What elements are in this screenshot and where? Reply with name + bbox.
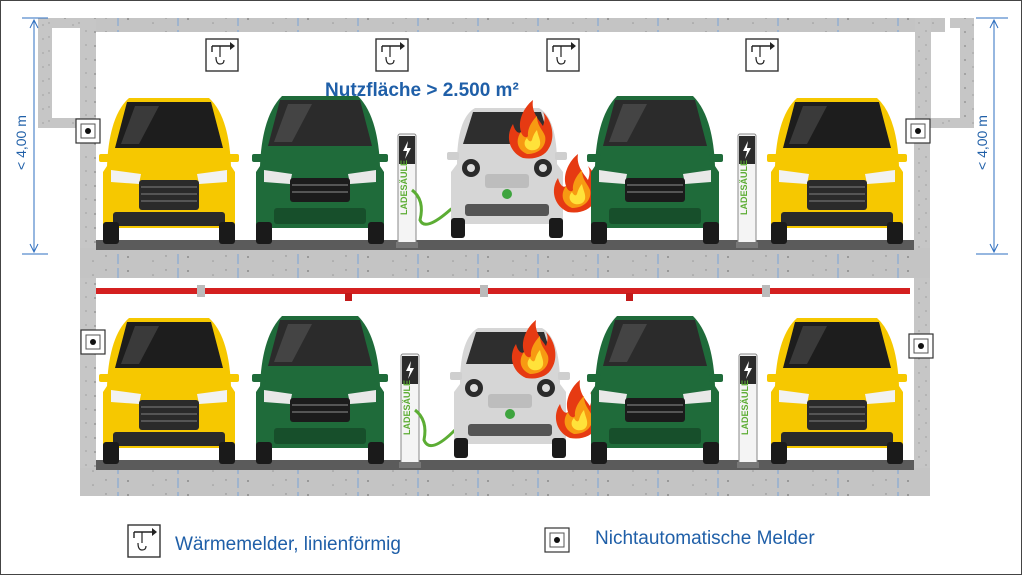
wall-left — [80, 120, 96, 495]
column-top-left — [80, 18, 96, 120]
legend-manual-call-point: Nichtautomatische Melder — [595, 528, 815, 549]
manual-call-point-icon — [905, 118, 931, 144]
manual-call-point-icon — [908, 333, 934, 359]
sprinkler-pipe — [96, 285, 910, 301]
heat-detector-icon — [375, 38, 409, 72]
height-dimension-left — [22, 17, 48, 255]
legend-heat-detector: Wärmemelder, linienförmig — [175, 534, 401, 555]
station-label: LADESÄULE — [402, 380, 412, 435]
station-label: LADESÄULE — [399, 160, 409, 215]
manual-call-point-icon — [80, 329, 106, 355]
wall-left-upper-stub — [38, 18, 52, 128]
height-dimension-right — [976, 17, 1008, 255]
diagram-title: Nutzfläche > 2.500 m² — [325, 80, 519, 101]
heat-detector-icon — [745, 38, 779, 72]
height-label-right: < 4,00 m — [974, 115, 990, 170]
station-label: LADESÄULE — [740, 380, 750, 435]
car-icon — [98, 97, 240, 245]
wall-top-left — [38, 18, 80, 28]
wall-right — [914, 120, 930, 495]
car-icon — [766, 317, 908, 465]
slab-top — [80, 18, 945, 32]
heat-detector-icon — [546, 38, 580, 72]
car-icon — [766, 97, 908, 245]
manual-call-point-icon — [544, 527, 570, 553]
floor-lower — [96, 460, 914, 470]
car-icon — [98, 317, 240, 465]
heat-detector-icon — [127, 524, 161, 558]
car-icon — [251, 315, 389, 465]
station-label: LADESÄULE — [739, 160, 749, 215]
slab-middle — [80, 248, 930, 278]
wall-top-right — [950, 18, 974, 28]
wall-right-upper-stub — [960, 18, 974, 128]
manual-call-point-icon — [75, 118, 101, 144]
height-label-left: < 4,00 m — [13, 115, 29, 170]
heat-detector-icon — [205, 38, 239, 72]
floor-upper — [96, 240, 914, 250]
car-icon — [251, 95, 389, 245]
column-top-right — [915, 18, 931, 120]
car-icon — [586, 315, 724, 465]
car-icon — [586, 95, 724, 245]
slab-bottom — [80, 468, 930, 496]
